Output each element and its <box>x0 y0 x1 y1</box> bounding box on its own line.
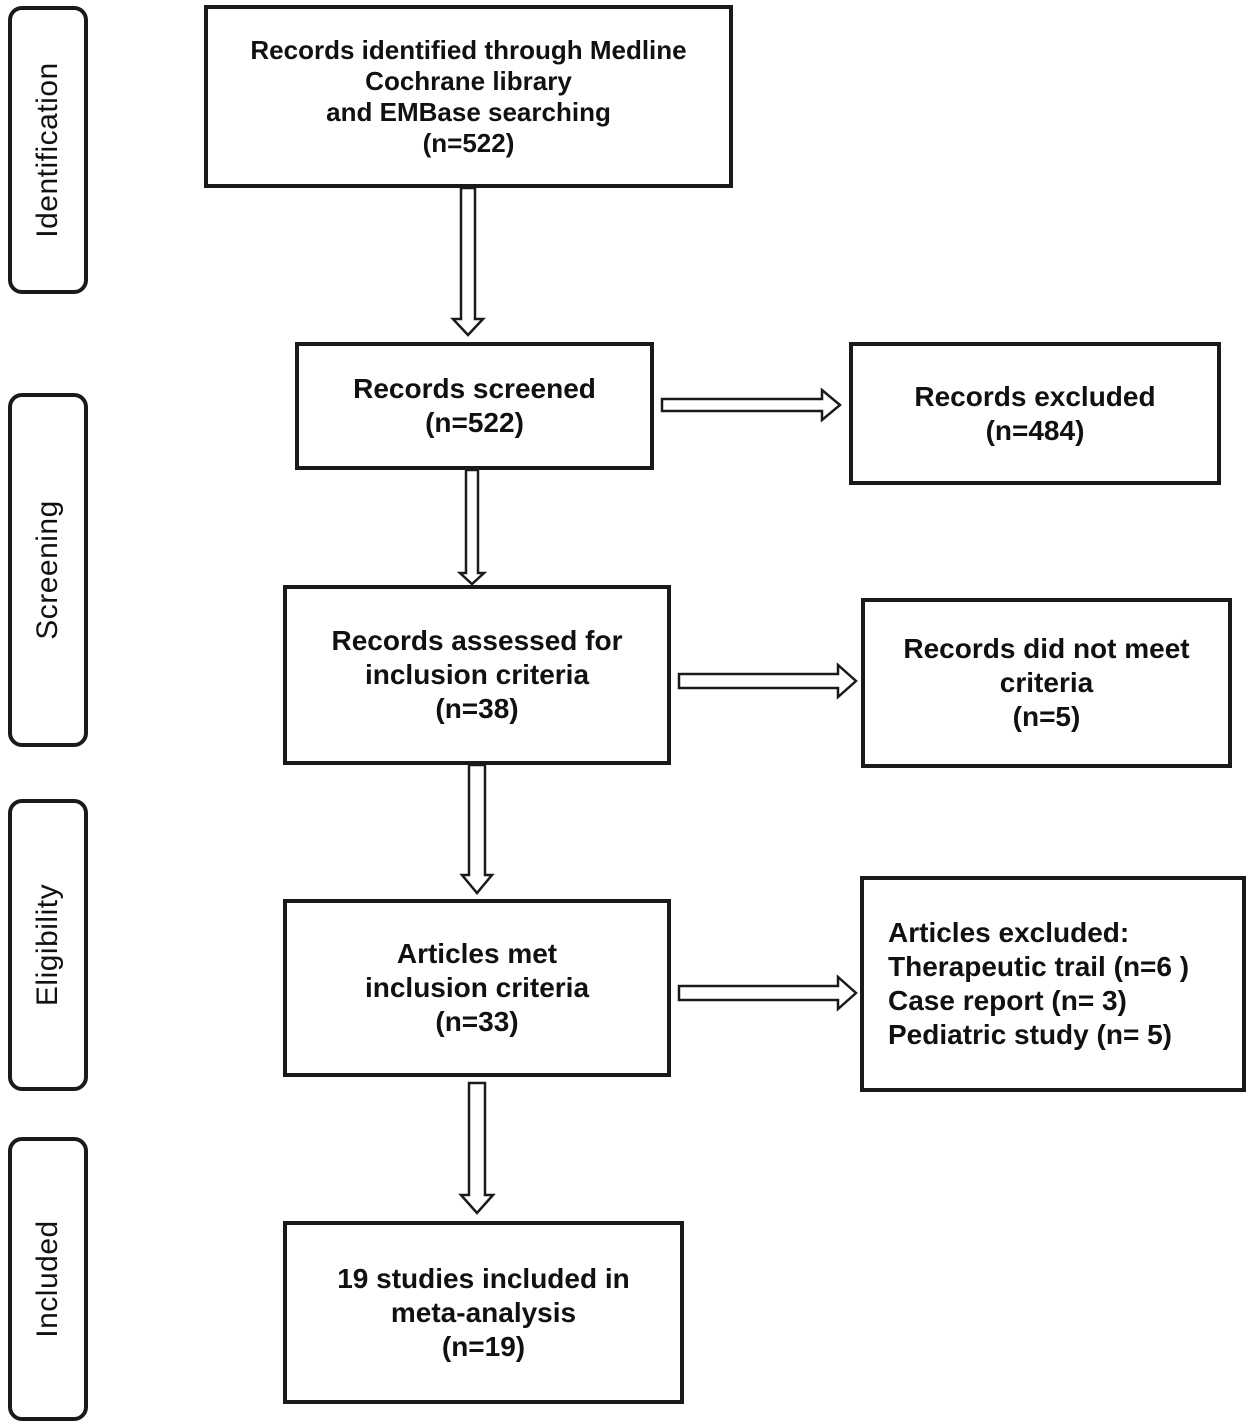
screened-line-1: Records screened <box>353 373 596 404</box>
assessed-line-3: (n=38) <box>435 693 519 724</box>
box-records-not-met: Records did not meet criteria (n=5) <box>861 598 1232 768</box>
articles-excluded-pediatric: Pediatric study (n= 5) <box>888 1019 1172 1050</box>
met-line-1: Articles met <box>396 938 558 969</box>
not-met-line-1: Records did not meet <box>903 633 1190 664</box>
phase-eligibility: Eligibility <box>8 799 88 1091</box>
phase-included: Included <box>8 1137 88 1421</box>
met-line-3: (n=33) <box>435 1006 519 1037</box>
box-articles-excluded: Articles excluded: Therapeutic trail (n=… <box>860 876 1246 1092</box>
box-studies-included: 19 studies included in meta-analysis (n=… <box>283 1221 684 1404</box>
included-line-3: (n=19) <box>441 1330 526 1362</box>
identified-line-1: Records identified through Medline <box>250 34 687 65</box>
screened-line-2: (n=522) <box>425 407 524 438</box>
identified-line-3: and EMBase searching <box>326 96 611 127</box>
arrow-screened-to-assessed <box>456 468 488 586</box>
articles-excluded-case-report: Case report (n= 3) <box>888 985 1127 1016</box>
included-line-1: 19 studies included in <box>337 1262 630 1294</box>
met-line-2: inclusion criteria <box>364 972 590 1003</box>
arrow-met-to-included <box>458 1081 496 1215</box>
assessed-line-1: Records assessed for <box>331 625 623 656</box>
included-line-2: meta-analysis <box>390 1296 577 1328</box>
arrow-assessed-to-not-met <box>677 662 858 700</box>
articles-excluded-therapeutic: Therapeutic trail (n=6 ) <box>888 951 1190 982</box>
arrow-assessed-to-met <box>459 763 495 895</box>
box-records-screened: Records screened (n=522) <box>295 342 654 470</box>
box-articles-met: Articles met inclusion criteria (n=33) <box>283 899 671 1077</box>
identified-line-2: Cochrane library <box>365 65 572 96</box>
box-records-excluded: Records excluded (n=484) <box>849 342 1221 485</box>
box-records-identified: Records identified through Medline Cochr… <box>204 5 733 188</box>
not-met-line-3: (n=5) <box>1012 701 1081 732</box>
excluded-line-1: Records excluded <box>914 380 1156 412</box>
arrow-identified-to-screened <box>450 186 486 337</box>
not-met-line-2: criteria <box>999 667 1094 698</box>
excluded-line-2: (n=484) <box>985 414 1085 446</box>
arrow-screened-to-excluded <box>660 387 842 423</box>
assessed-line-2: inclusion criteria <box>364 659 590 690</box>
identified-line-4: (n=522) <box>422 127 515 158</box>
box-records-assessed: Records assessed for inclusion criteria … <box>283 585 671 765</box>
phase-identification: Identification <box>8 6 88 294</box>
phase-screening: Screening <box>8 393 88 747</box>
arrow-met-to-articles-excluded <box>677 974 858 1012</box>
articles-excluded-heading: Articles excluded: <box>888 917 1130 948</box>
